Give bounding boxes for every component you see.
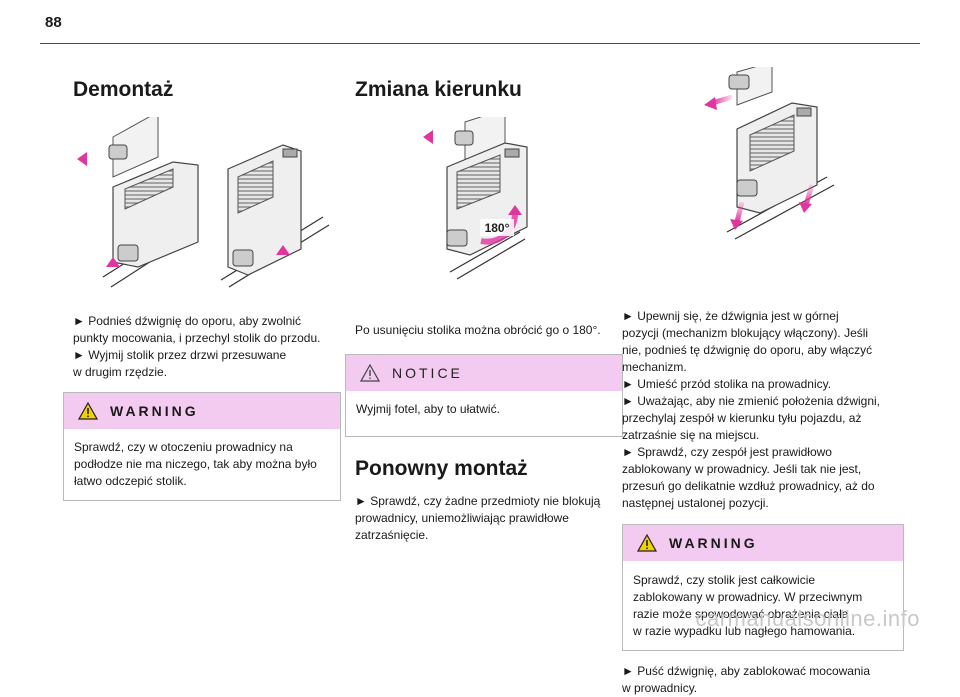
text-line: następnej ustalonej pozycji.	[622, 496, 769, 510]
section-title-direction: Zmiana kierunku	[355, 78, 522, 101]
warning-icon	[78, 402, 98, 420]
warning-label: WARNING	[669, 535, 758, 551]
text-line: ► Uważając, aby nie zmienić położenia dź…	[622, 394, 880, 408]
notice-body: Wyjmij fotel, aby to ułatwić.	[346, 391, 622, 436]
arrow-icon	[423, 130, 433, 144]
text-line: zablokowany w prowadnicy. W przeciwnym	[633, 590, 863, 604]
refit-illustration	[704, 61, 835, 240]
notice-label: NOTICE	[392, 365, 463, 381]
text-line: pozycji (mechanizm blokujący włączony). …	[622, 326, 869, 340]
text-line: Sprawdź, czy w otoczeniu prowadnicy na	[74, 440, 293, 454]
text-line: ► Sprawdź, czy zespół jest prawidłowo	[622, 445, 832, 459]
text-line: ► Wyjmij stolik przez drzwi przesuwane	[73, 348, 287, 362]
text-line: w prowadnicy.	[622, 681, 698, 695]
text-line: nie, podnieś tę dźwignię do oporu, aby w…	[622, 343, 873, 357]
text-line: w razie wypadku lub nagłego hamowania.	[633, 624, 856, 638]
column-direction: Zmiana kierunku 180° Po usunięciu stolik…	[345, 60, 623, 544]
rotation-illustration: 180°	[423, 108, 528, 280]
warning-icon	[637, 534, 657, 552]
header-rule	[40, 43, 920, 44]
text-line: ► Puść dźwignię, aby zablokować mocowani…	[622, 664, 870, 678]
arrow-icon	[276, 245, 290, 255]
figure-rotation: 180°	[355, 108, 623, 282]
text-line: przechylaj zespół w kierunku tyłu pojazd…	[622, 411, 862, 425]
text-line: Po usunięciu stolika można obrócić go o …	[355, 323, 601, 337]
notice-header: NOTICE	[346, 355, 622, 391]
text-line: ► Upewnij się, że dźwignia jest w górnej	[622, 309, 839, 323]
text-line: ► Podnieś dźwignię do oporu, aby zwolnić	[73, 314, 302, 328]
arrow-icon	[799, 202, 812, 213]
watermark: carmanualsonline.info	[695, 606, 920, 631]
warning-header: WARNING	[623, 525, 903, 561]
warning-label: WARNING	[110, 403, 199, 419]
warning-box: WARNING Sprawdź, czy stolik jest całkowi…	[622, 524, 904, 651]
text-line: Wyjmij fotel, aby to ułatwić.	[356, 402, 500, 416]
text-line: podłodze nie ma niczego, tak aby można b…	[74, 457, 317, 471]
notice-box: NOTICE Wyjmij fotel, aby to ułatwić.	[345, 354, 623, 437]
notice-icon	[360, 364, 380, 382]
warning-body: Sprawdź, czy w otoczeniu prowadnicy na p…	[64, 429, 340, 500]
text-line: ► Sprawdź, czy żadne przedmioty nie blok…	[355, 494, 601, 508]
section-title-removal: Demontaż	[73, 78, 174, 101]
text-line: zablokowany w prowadnicy. Jeśli tak nie …	[622, 462, 862, 476]
refit-steps: ► Upewnij się, że dźwignia jest w górnej…	[622, 308, 904, 512]
text-line: przesuń go delikatnie wzdłuż prowadnicy,…	[622, 479, 875, 493]
text-line: mechanizm.	[622, 360, 687, 374]
figure-refit	[622, 61, 904, 247]
page-number: 88	[45, 14, 62, 31]
text-line: zatrzaśnięcie.	[355, 528, 429, 542]
arrow-icon	[508, 205, 522, 215]
text-line: razie może spowodować obrażenia ciała	[633, 607, 849, 621]
arrow-icon	[704, 97, 717, 110]
rotation-label: 180°	[485, 221, 510, 235]
text-line: punkty mocowania, i przechyl stolik do p…	[73, 331, 321, 345]
text-line: prowadnicy, uniemożliwiając prawidłowe	[355, 511, 569, 525]
removal-instructions: ► Podnieś dźwignię do oporu, aby zwolnić…	[73, 313, 341, 381]
warning-header: WARNING	[64, 393, 340, 429]
refit-instructions: ► Sprawdź, czy żadne przedmioty nie blok…	[355, 493, 623, 544]
text-line: ► Umieść przód stolika na prowadnicy.	[622, 377, 832, 391]
final-step: ► Puść dźwignię, aby zablokować mocowani…	[622, 663, 904, 697]
warning-box: WARNING Sprawdź, czy w otoczeniu prowadn…	[63, 392, 341, 501]
arrow-icon	[730, 219, 743, 230]
column-refit-steps: ► Upewnij się, że dźwignia jest w górnej…	[622, 60, 904, 697]
arrow-icon	[106, 257, 120, 267]
removal-illustration	[77, 111, 330, 288]
direction-instructions: Po usunięciu stolika można obrócić go o …	[355, 322, 623, 339]
text-line: zatrzaśnie się na miejscu.	[622, 428, 760, 442]
text-line: w drugim rzędzie.	[73, 365, 168, 379]
warning-body: Sprawdź, czy stolik jest całkowicie zabl…	[623, 561, 903, 650]
section-title-refit: Ponowny montaż	[355, 457, 528, 480]
figure-removal	[73, 111, 341, 292]
arrow-icon	[77, 152, 87, 166]
text-line: Sprawdź, czy stolik jest całkowicie	[633, 573, 816, 587]
column-removal: Demontaż ► Podnieś dźwi	[63, 60, 341, 501]
text-line: łatwo odczepić stolik.	[74, 474, 187, 488]
